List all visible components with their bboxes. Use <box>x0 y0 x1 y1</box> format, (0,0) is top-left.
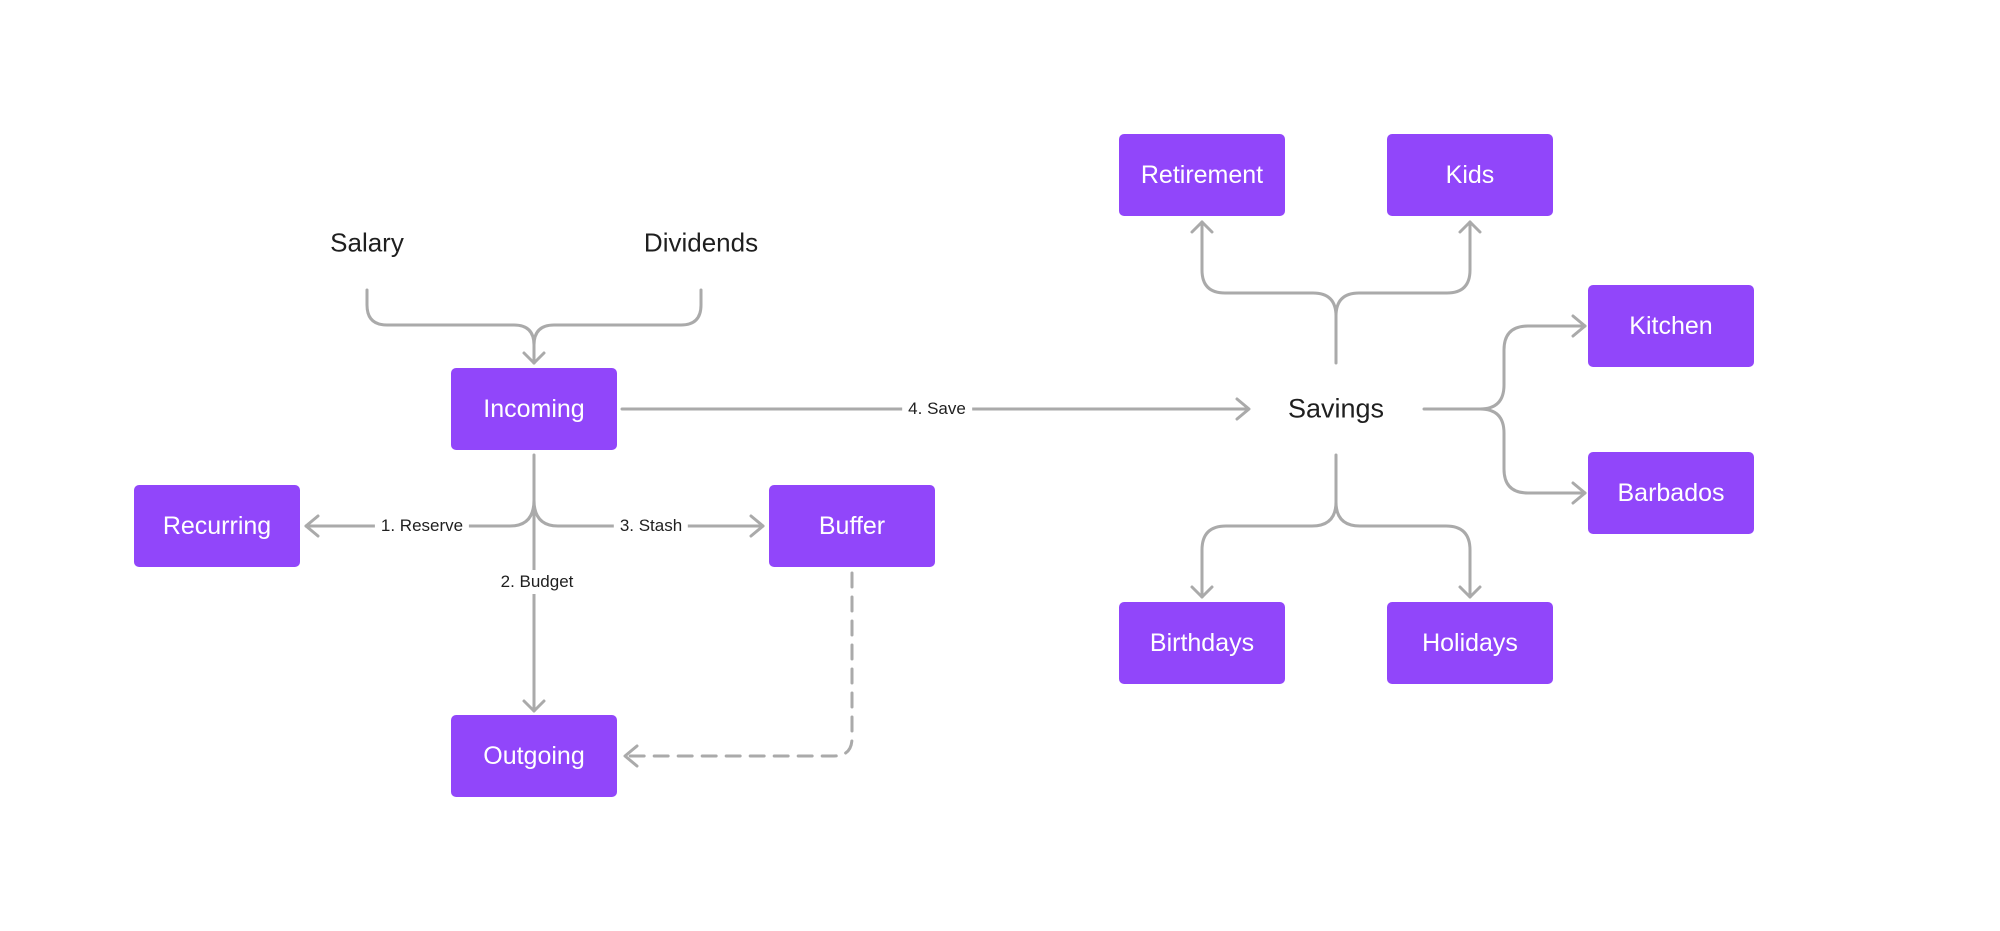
edge-label-budget: 2. Budget <box>494 570 580 594</box>
node-recurring[interactable]: Recurring <box>134 485 300 567</box>
connector-savings-kitchen <box>1422 324 1587 411</box>
node-barbados[interactable]: Barbados <box>1588 452 1754 534</box>
arrowhead-kitchen <box>1571 314 1587 338</box>
arrowhead-retirement <box>1190 220 1214 234</box>
source-dividends: Dividends <box>643 227 759 258</box>
node-incoming[interactable]: Incoming <box>451 368 617 450</box>
edge-label-reserve: 1. Reserve <box>374 514 470 538</box>
arrowhead-recurring <box>304 514 320 538</box>
arrowhead-outgoing-right <box>623 744 639 768</box>
arrowhead-buffer <box>749 514 765 538</box>
arrowhead-barbados <box>1571 481 1587 505</box>
edge-label-save: 4. Save <box>902 397 972 421</box>
arrowhead-savings <box>1235 397 1251 421</box>
arrowhead-holidays <box>1458 585 1482 599</box>
node-holidays[interactable]: Holidays <box>1387 602 1553 684</box>
connector-incoming-buffer <box>532 498 765 528</box>
arrowhead-birthdays <box>1190 585 1214 599</box>
connector-dividends-incoming <box>532 288 703 365</box>
node-birthdays[interactable]: Birthdays <box>1119 602 1285 684</box>
connector-savings-barbados <box>1478 407 1587 495</box>
connector-savings-kids <box>1334 220 1472 318</box>
node-kitchen[interactable]: Kitchen <box>1588 285 1754 367</box>
node-outgoing[interactable]: Outgoing <box>451 715 617 797</box>
connector-salary-incoming <box>365 288 536 365</box>
node-retirement[interactable]: Retirement <box>1119 134 1285 216</box>
edge-label-stash: 3. Stash <box>613 514 689 538</box>
connector-savings-holidays <box>1334 500 1472 599</box>
node-buffer[interactable]: Buffer <box>769 485 935 567</box>
node-kids[interactable]: Kids <box>1387 134 1553 216</box>
connector-buffer-outgoing <box>623 571 854 758</box>
hub-savings: Savings <box>1287 393 1385 424</box>
arrowhead-outgoing-top <box>522 699 546 713</box>
source-salary: Salary <box>330 227 404 258</box>
arrowhead-incoming-top <box>522 351 546 365</box>
connector-savings-retirement <box>1200 220 1338 365</box>
arrowhead-kids <box>1458 220 1482 234</box>
connector-savings-birthdays <box>1200 453 1338 599</box>
